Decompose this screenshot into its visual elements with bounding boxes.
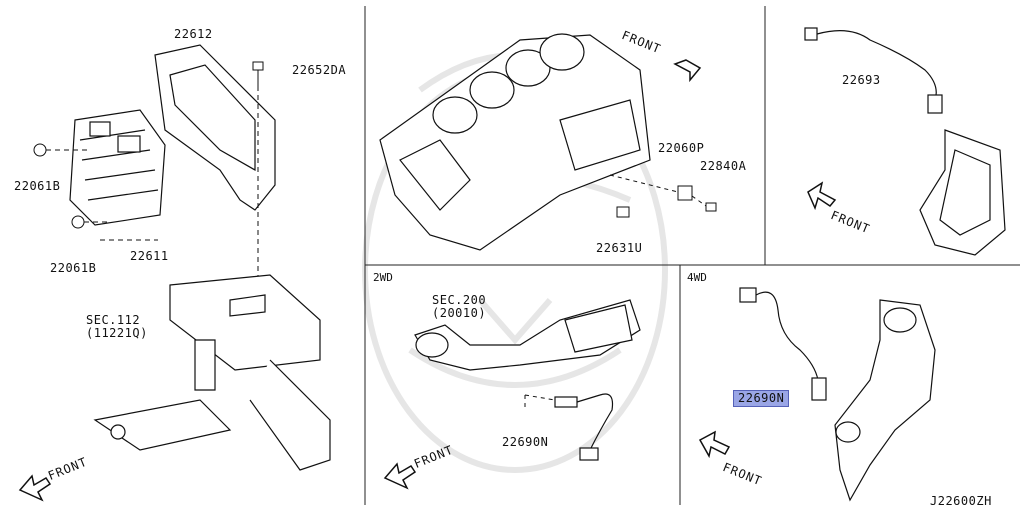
catalyst-2wd-illustration	[414, 299, 641, 371]
catalyst-4wd-illustration	[834, 299, 936, 502]
sensor-22631u	[616, 206, 630, 218]
part-label-22060p[interactable]: 22060P	[658, 141, 705, 155]
section-label-4wd: 4WD	[687, 271, 707, 284]
sensor-22690n-2wd-illustration	[554, 393, 614, 461]
part-label-22690n-2wd[interactable]: 22690N	[502, 435, 549, 449]
part-label-22690n-4wd-highlighted[interactable]: 22690N	[733, 390, 790, 407]
front-arrows	[18, 59, 837, 502]
bolt-22061b-lower	[71, 215, 85, 229]
part-label-22631u[interactable]: 22631U	[596, 241, 643, 255]
dashed-guides-block	[609, 174, 707, 207]
catalyst-manifold-illustration	[919, 129, 1006, 256]
dashed-guides-2wd	[524, 394, 556, 410]
part-label-22061b-upper[interactable]: 22061B	[14, 179, 61, 193]
sensor-22060p	[677, 185, 693, 201]
engine-block-illustration	[379, 33, 651, 251]
part-label-22693[interactable]: 22693	[842, 73, 881, 87]
panel-dividers	[364, 6, 1020, 505]
bolt-22061b-upper	[33, 143, 47, 157]
ref-sec200-line1[interactable]: SEC.200	[432, 293, 487, 307]
part-label-22061b-lower[interactable]: 22061B	[50, 261, 97, 275]
part-label-22652da[interactable]: 22652DA	[292, 63, 347, 77]
ref-sec112-line2[interactable]: (11221Q)	[86, 326, 148, 340]
sensor-22693-illustration	[804, 27, 943, 114]
ref-sec112-line1[interactable]: SEC.112	[86, 313, 141, 327]
part-label-22840a[interactable]: 22840A	[700, 159, 747, 173]
section-label-2wd: 2WD	[373, 271, 393, 284]
part-label-22612[interactable]: 22612	[174, 27, 213, 41]
bolt-22652da	[252, 61, 264, 86]
diagram-code: J22600ZH	[930, 494, 992, 508]
sensor-22690n-4wd-illustration	[739, 287, 827, 401]
chassis-member-illustration	[93, 274, 331, 471]
ecm-bracket-illustration	[69, 44, 276, 226]
bolt-22840a	[705, 202, 717, 212]
part-label-22611[interactable]: 22611	[130, 249, 169, 263]
ref-sec200-line2[interactable]: (20010)	[432, 306, 487, 320]
